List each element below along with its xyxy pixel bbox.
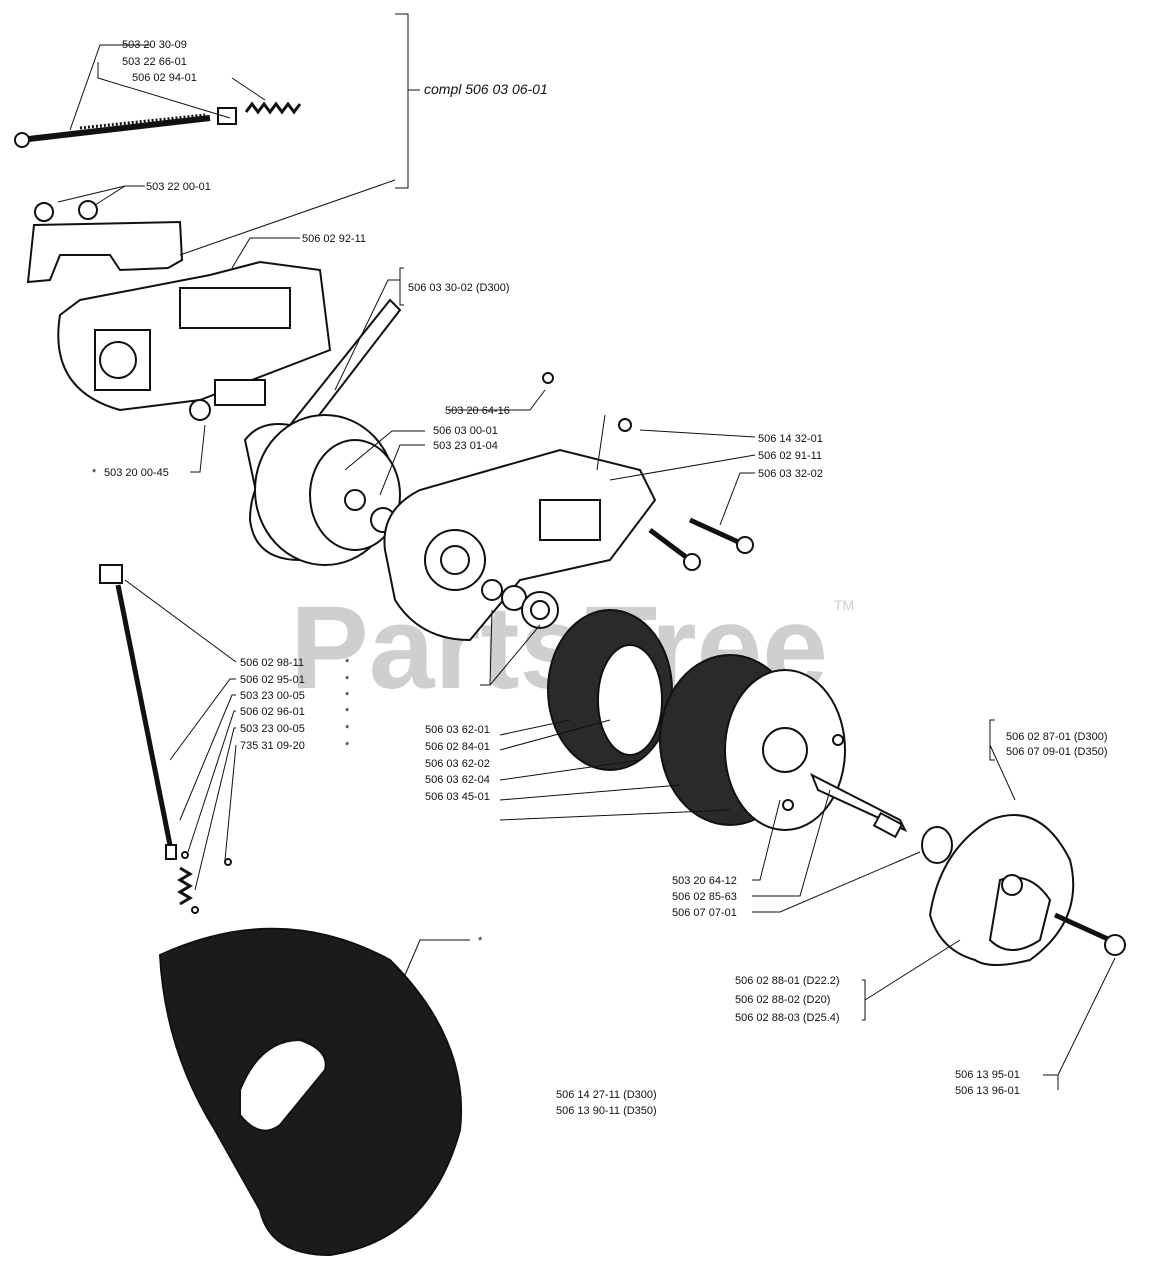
blade-guard	[158, 927, 463, 1257]
label-506-14-32-01: 506 14 32-01	[758, 433, 823, 445]
label-503-23-00-05-b: 503 23 00-05	[240, 723, 305, 735]
belt-guard-housing	[57, 260, 332, 412]
label-503-22-66-01: 503 22 66-01	[122, 56, 187, 68]
label-735-31-09-20: 735 31 09-20	[240, 740, 305, 752]
label-506-14-27-11: 506 14 27-11 (D300)	[556, 1089, 657, 1101]
label-506-02-84-01: 506 02 84-01	[425, 741, 490, 753]
blade-bolt	[1053, 912, 1126, 956]
small-screw	[542, 372, 554, 384]
label-506-13-90-11: 506 13 90-11 (D350)	[556, 1105, 657, 1117]
label-star-6: *	[345, 740, 350, 752]
label-506-02-95-01: 506 02 95-01	[240, 674, 305, 686]
label-506-07-09-01: 506 07 09-01 (D350)	[1006, 746, 1108, 758]
label-506-03-32-02: 506 03 32-02	[758, 468, 823, 480]
label-506-02-94-01: 506 02 94-01	[132, 72, 197, 84]
label-star-503-20-00-45: *	[92, 467, 97, 479]
label-506-13-96-01: 506 13 96-01	[955, 1085, 1020, 1097]
shaft-bushing	[189, 399, 211, 421]
label-star-4: *	[345, 706, 350, 718]
washer	[921, 826, 953, 864]
label-503-20-30-09: 503 20 30-09	[122, 39, 187, 51]
housing-bolt-1	[688, 517, 747, 548]
label-503-20-00-45: 503 20 00-45	[104, 467, 169, 479]
label-506-03-45-01: 506 03 45-01	[425, 791, 490, 803]
label-506-03-62-02: 506 03 62-02	[425, 758, 490, 770]
nut	[217, 107, 237, 125]
label-star-guard: *	[478, 935, 483, 947]
friction-disc	[547, 609, 673, 771]
label-506-13-95-01: 506 13 95-01	[955, 1069, 1020, 1081]
label-503-23-01-04: 503 23 01-04	[433, 440, 498, 452]
label-506-02-88-01: 506 02 88-01 (D22.2)	[735, 975, 840, 987]
arm-housing	[383, 448, 657, 642]
label-506-03-62-01: 506 03 62-01	[425, 724, 490, 736]
adjusting-bolt	[14, 113, 211, 148]
leader-lines	[57, 13, 1116, 1090]
label-506-02-96-01: 506 02 96-01	[240, 706, 305, 718]
label-506-02-88-02: 506 02 88-02 (D20)	[735, 994, 830, 1006]
label-503-22-00-01: 503 22 00-01	[146, 181, 211, 193]
label-503-23-00-05-a: 503 23 00-05	[240, 690, 305, 702]
label-503-20-64-16: 503 20 64-16	[445, 405, 510, 417]
label-star-3: *	[345, 690, 350, 702]
small-screw-right	[618, 418, 632, 432]
label-506-03-30-02: 506 03 30-02 (D300)	[408, 282, 510, 294]
label-506-03-62-04: 506 03 62-04	[425, 774, 490, 786]
label-star-2: *	[345, 674, 350, 686]
watermark-tm: TM	[834, 597, 854, 613]
label-506-02-87-01: 506 02 87-01 (D300)	[1006, 731, 1108, 743]
label-503-20-64-12: 503 20 64-12	[672, 875, 737, 887]
label-506-02-88-03: 506 02 88-03 (D25.4)	[735, 1012, 840, 1024]
tension-plate	[26, 200, 184, 284]
housing-bolt-2	[648, 528, 692, 562]
label-star-5: *	[345, 723, 350, 735]
clutch-drum	[659, 654, 846, 831]
label-506-02-85-63: 506 02 85-63	[672, 891, 737, 903]
tensioner-screw	[99, 564, 232, 914]
blade-flange	[928, 814, 1075, 966]
label-506-02-91-11: 506 02 91-11	[758, 450, 822, 462]
label-506-03-00-01: 506 03 00-01	[433, 425, 498, 437]
spring	[244, 101, 302, 115]
bearing-1	[481, 579, 503, 601]
label-506-07-07-01: 506 07 07-01	[672, 907, 737, 919]
output-shaft	[810, 772, 908, 839]
label-506-02-98-11: 506 02 98-11	[240, 657, 304, 669]
label-compl: compl 506 03 06-01	[424, 81, 548, 97]
front-pulley	[254, 414, 401, 566]
label-star-1: *	[345, 657, 350, 669]
label-506-02-92-11: 506 02 92-11	[302, 233, 366, 245]
